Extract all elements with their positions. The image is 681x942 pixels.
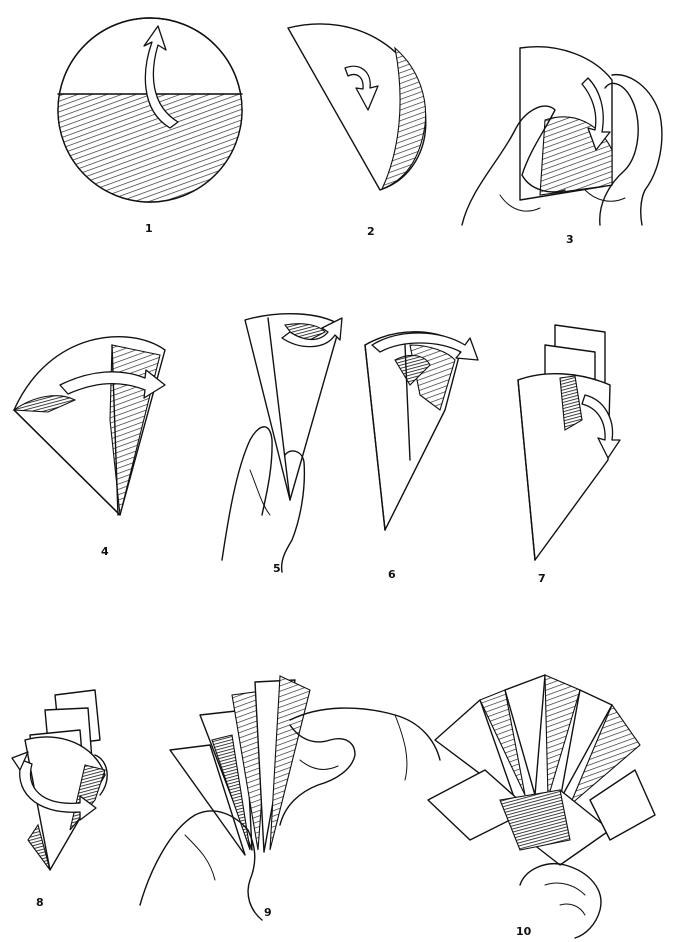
step-10-label: 10 bbox=[516, 925, 532, 938]
finished-flower-icon bbox=[428, 675, 655, 938]
cone-petal-fold-down-icon bbox=[518, 325, 620, 560]
step-5-label: 5 bbox=[273, 562, 281, 575]
cone-wrap-icon bbox=[12, 690, 107, 870]
step-2: 2 bbox=[288, 24, 426, 238]
cone-fold-icon bbox=[14, 337, 165, 515]
step-6-label: 6 bbox=[388, 568, 396, 581]
cone-petal-fold-icon bbox=[365, 332, 478, 530]
step-4-label: 4 bbox=[101, 545, 109, 558]
step-5: 5 bbox=[222, 314, 342, 575]
step-8: 8 bbox=[12, 690, 107, 909]
step-8-label: 8 bbox=[36, 896, 44, 909]
hands-folding-cone-icon bbox=[462, 47, 662, 225]
step-7-label: 7 bbox=[538, 572, 546, 585]
step-9: 9 bbox=[140, 676, 440, 920]
step-9-label: 9 bbox=[264, 906, 272, 919]
step-6: 6 bbox=[365, 332, 478, 581]
circle-paper-fold-icon bbox=[55, 18, 245, 204]
step-3-label: 3 bbox=[566, 233, 574, 246]
step-10: 10 bbox=[428, 675, 655, 938]
step-1: 1 bbox=[55, 18, 245, 235]
step-3: 3 bbox=[462, 47, 662, 246]
hand-holding-cone-icon bbox=[222, 314, 342, 572]
step-1-label: 1 bbox=[145, 222, 153, 235]
step-7: 7 bbox=[518, 325, 620, 585]
half-circle-fold-icon bbox=[288, 24, 426, 190]
step-4: 4 bbox=[14, 337, 165, 558]
step-2-label: 2 bbox=[367, 225, 375, 238]
hands-spreading-petals-icon bbox=[140, 676, 440, 920]
